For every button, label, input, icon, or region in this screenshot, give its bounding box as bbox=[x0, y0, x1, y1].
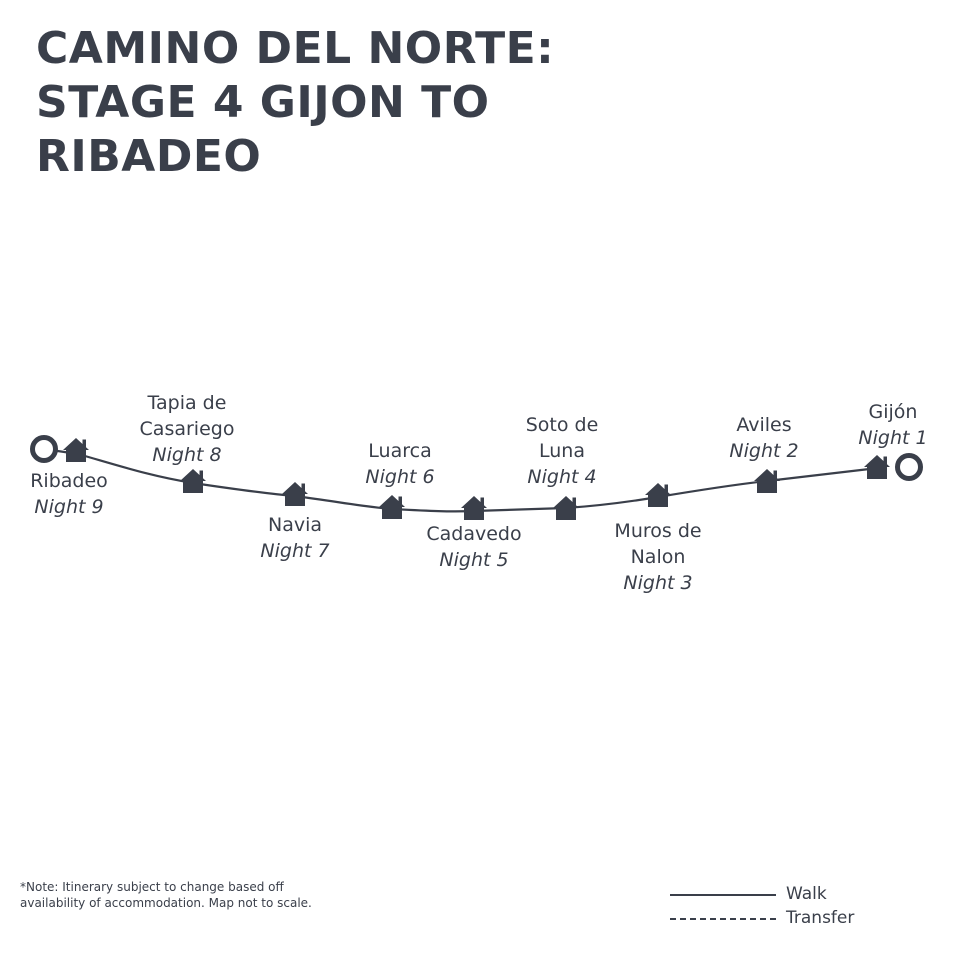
stop-label-navia: Navia Night 7 bbox=[260, 512, 329, 564]
house-icon-gijon bbox=[864, 455, 890, 479]
stop-night: Night 8 bbox=[152, 444, 222, 466]
house-icon-soto bbox=[553, 496, 579, 520]
title-line-3: RIBADEO bbox=[36, 131, 262, 182]
stop-night: Night 3 bbox=[623, 572, 693, 594]
disclaimer-note: *Note: Itinerary subject to change based… bbox=[20, 880, 312, 910]
title-line-1: CAMINO DEL NORTE: bbox=[36, 23, 555, 74]
stop-night: Night 1 bbox=[858, 427, 928, 449]
stop-name: Aviles bbox=[736, 414, 792, 436]
stop-name: Gijón bbox=[868, 401, 918, 423]
stop-label-luarca: Luarca Night 6 bbox=[365, 438, 434, 490]
legend-transfer-label: Transfer bbox=[786, 908, 855, 928]
legend-transfer-line bbox=[670, 918, 776, 920]
title-line-2: STAGE 4 GIJON TO bbox=[36, 77, 490, 128]
stop-name: Cadavedo bbox=[426, 523, 522, 545]
stop-night: Night 6 bbox=[365, 466, 435, 488]
stop-night: Night 5 bbox=[439, 549, 509, 571]
house-icon-muros bbox=[645, 483, 671, 507]
stop-name-line-2: Casariego bbox=[139, 418, 235, 440]
house-icon-tapia bbox=[180, 469, 206, 493]
house-icon-ribadeo bbox=[63, 438, 89, 462]
stop-label-aviles: Aviles Night 2 bbox=[729, 412, 798, 464]
ring-icon-gijon bbox=[895, 453, 923, 481]
stop-name: Ribadeo bbox=[30, 470, 108, 492]
stop-label-tapia: Tapia de Casariego Night 8 bbox=[140, 390, 235, 468]
stop-label-muros: Muros de Nalon Night 3 bbox=[614, 518, 701, 596]
ring-icon-ribadeo bbox=[30, 435, 58, 463]
stop-name-line-2: Nalon bbox=[630, 546, 686, 568]
stop-name-line-1: Tapia de bbox=[147, 392, 227, 414]
stop-label-ribadeo: Ribadeo Night 9 bbox=[30, 468, 108, 520]
house-icon-navia bbox=[282, 482, 308, 506]
house-icon-cadavedo bbox=[461, 496, 487, 520]
stop-name-line-1: Muros de bbox=[614, 520, 702, 542]
house-icon-luarca bbox=[379, 495, 405, 519]
stop-name-line-2: Luna bbox=[539, 440, 585, 462]
stop-night: Night 9 bbox=[34, 496, 104, 518]
stop-night: Night 4 bbox=[527, 466, 597, 488]
stop-name: Navia bbox=[267, 514, 323, 536]
stop-night: Night 7 bbox=[260, 540, 330, 562]
legend-walk-label: Walk bbox=[786, 884, 827, 904]
house-icon-aviles bbox=[754, 469, 780, 493]
stop-label-gijon: Gijón Night 1 bbox=[858, 399, 927, 451]
page-title: CAMINO DEL NORTE: STAGE 4 GIJON TO RIBAD… bbox=[36, 22, 554, 184]
legend-walk-line bbox=[670, 894, 776, 896]
stop-name: Luarca bbox=[368, 440, 432, 462]
stop-label-soto: Soto de Luna Night 4 bbox=[526, 412, 599, 490]
stop-label-cadavedo: Cadavedo Night 5 bbox=[426, 521, 521, 573]
stop-night: Night 2 bbox=[729, 440, 799, 462]
stop-name-line-1: Soto de bbox=[525, 414, 599, 436]
